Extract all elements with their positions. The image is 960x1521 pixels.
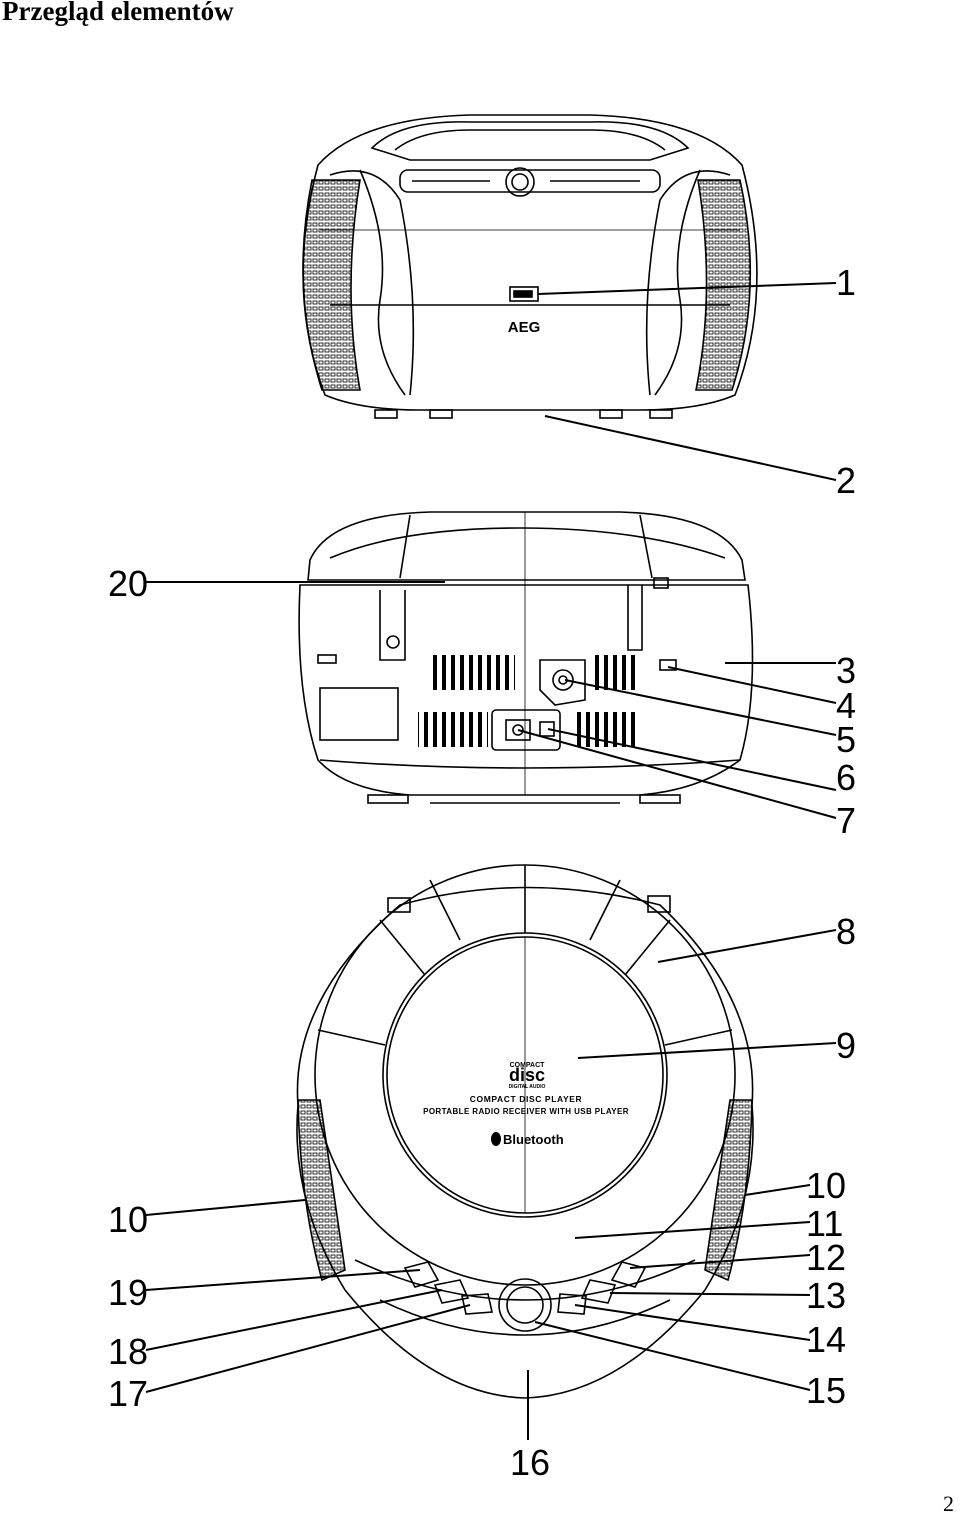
rear-view [298,511,754,804]
bluetooth-logo: Bluetooth [491,1132,564,1147]
svg-text:disc: disc [509,1065,545,1085]
callout-5: 5 [836,719,856,760]
callout-18: 18 [108,1331,148,1372]
callout-17: 17 [108,1373,148,1414]
callout-10-right: 10 [806,1165,846,1206]
callout-14: 14 [806,1319,846,1360]
cd-player-label: COMPACT DISC PLAYER [470,1094,582,1104]
svg-text:Bluetooth: Bluetooth [503,1132,564,1147]
callout-11: 11 [806,1203,843,1244]
callout-3: 3 [836,650,856,691]
brand-logo: AEG [508,319,541,336]
callout-15: 15 [806,1370,846,1411]
callout-7: 7 [836,800,856,841]
callout-1: 1 [836,262,856,303]
callout-10-left: 10 [108,1199,148,1240]
callout-13: 13 [806,1275,846,1316]
callout-6: 6 [836,757,856,798]
receiver-label: PORTABLE RADIO RECEIVER WITH USB PLAYER [423,1107,629,1116]
callout-2: 2 [836,460,856,501]
callout-8: 8 [836,911,856,952]
callout-19: 19 [108,1272,148,1313]
callout-numbers: 1 2 3 4 5 6 7 8 9 10 11 12 13 14 15 16 1… [108,262,856,1483]
callout-9: 9 [836,1025,856,1066]
callout-20: 20 [108,563,148,604]
callout-12: 12 [806,1237,846,1278]
cd-logo: COMPACT disc DIGITAL AUDIO [509,1062,546,1090]
callout-16: 16 [510,1442,550,1483]
callout-4: 4 [836,685,856,726]
svg-text:DIGITAL AUDIO: DIGITAL AUDIO [509,1084,546,1090]
page-title: Przegląd elementów [2,0,234,26]
front-view [302,114,758,419]
top-view [296,864,754,1399]
page-number: 2 [943,1491,954,1516]
svg-text:COMPACT: COMPACT [510,1062,546,1069]
